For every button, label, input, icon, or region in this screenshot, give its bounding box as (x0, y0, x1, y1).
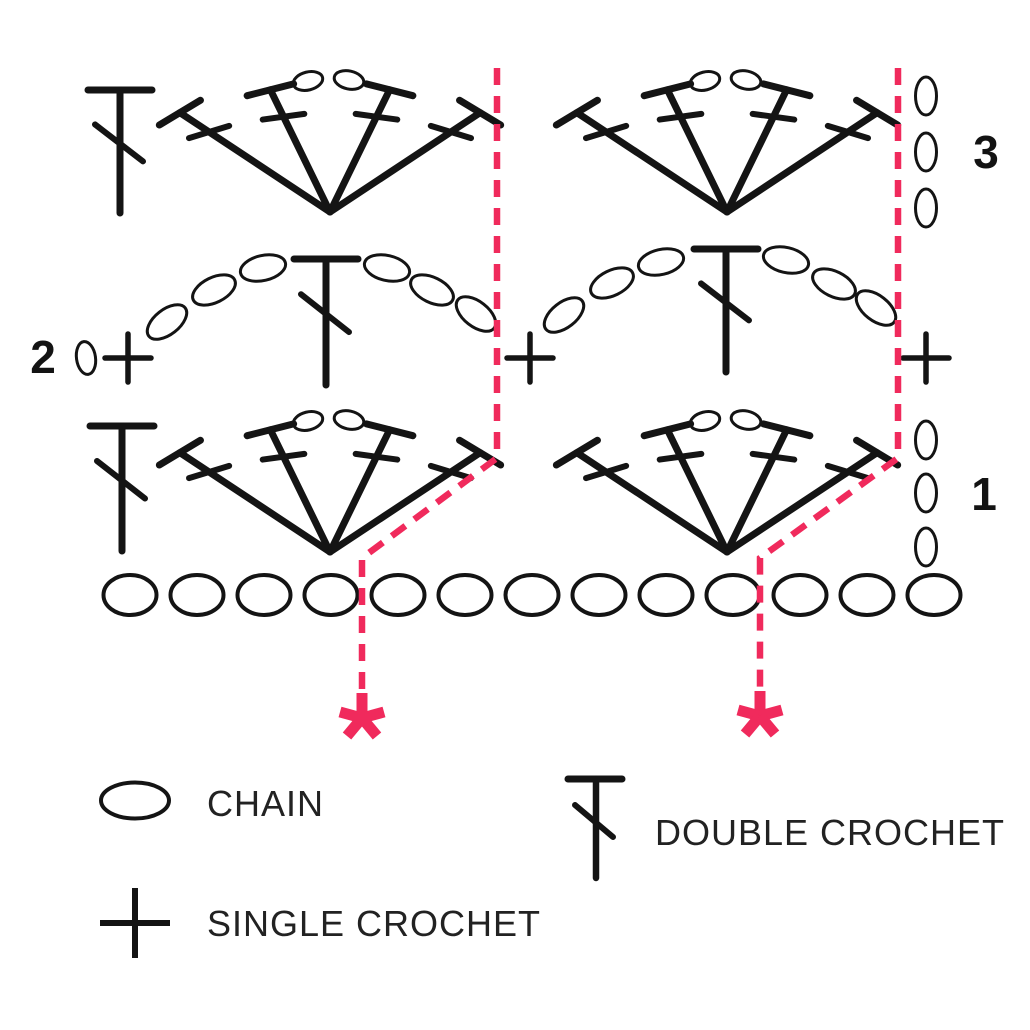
repeat-asterisk (338, 693, 386, 740)
edge-double-crochet (84, 86, 156, 217)
single-crochet-symbol (102, 331, 154, 385)
repeat-guide (358, 68, 501, 692)
chain-arc (145, 245, 898, 341)
edge-double-crochet (86, 422, 158, 555)
single-crochet-symbol (900, 331, 952, 385)
turning-chain-group (914, 419, 938, 568)
middle-double-crochet (690, 245, 762, 376)
dc-shell (155, 69, 505, 216)
foundation-chain (101, 573, 963, 617)
repeat-asterisk (736, 691, 784, 738)
double-crochet-icon (564, 775, 626, 882)
dc-shell (552, 409, 902, 556)
legend-label-single-crochet: SINGLE CROCHET (207, 903, 542, 944)
dc-shell (155, 409, 505, 556)
row-number-1: 1 (971, 468, 997, 520)
row-number-2: 2 (30, 331, 56, 383)
turning-chain-group (914, 75, 938, 229)
chain-icon (99, 780, 171, 821)
repeat-guide (756, 68, 902, 690)
single-crochet-symbol (504, 331, 556, 385)
single-crochet-icon (100, 888, 170, 958)
dc-shell (552, 69, 902, 216)
start-chain (74, 340, 98, 376)
legend-label-double-crochet: DOUBLE CROCHET (655, 812, 1006, 853)
row-number-3: 3 (973, 126, 999, 178)
legend-label-chain: CHAIN (207, 783, 325, 824)
middle-double-crochet (290, 255, 362, 389)
